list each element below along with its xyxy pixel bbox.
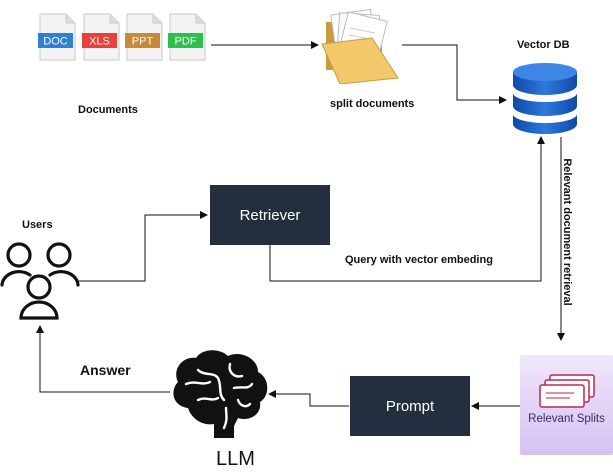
pages-icon — [539, 374, 595, 408]
file-type-text: PDF — [175, 36, 197, 48]
relevant-splits-label: Relevant Splits — [528, 413, 605, 425]
pdf-file-icon: PDF — [168, 13, 206, 61]
answer-label: Answer — [80, 362, 131, 378]
retriever-box: Retriever — [210, 185, 330, 245]
file-band — [38, 33, 73, 48]
documents-label: Documents — [78, 104, 138, 116]
folder-icon — [320, 8, 402, 85]
ppt-file-icon: PPT — [125, 13, 163, 61]
file-type-text: PPT — [132, 36, 154, 48]
retriever-label: Retriever — [239, 206, 301, 224]
llm-label: LLM — [216, 448, 255, 470]
users-label: Users — [22, 219, 53, 231]
file-band — [82, 33, 117, 48]
split-documents-label: split documents — [330, 98, 415, 110]
file-band — [168, 33, 203, 48]
retriever-to-vectordb-arrow — [269, 136, 545, 282]
relevant-splits-card: Relevant Splits — [520, 355, 613, 455]
prompt-to-llm-arrow — [268, 390, 349, 407]
brain-icon — [168, 350, 272, 438]
query-label: Query with vector embeding — [345, 254, 493, 266]
split-to-vectordb-arrow — [402, 44, 507, 104]
users-to-retriever-arrow — [79, 211, 208, 282]
file-type-text: XLS — [89, 36, 110, 48]
prompt-label: Prompt — [385, 397, 435, 415]
vector-db-label: Vector DB — [517, 39, 570, 51]
xls-file-icon: XLS — [82, 13, 120, 61]
prompt-box: Prompt — [350, 376, 470, 436]
file-type-text: DOC — [43, 36, 68, 48]
file-band — [125, 33, 160, 48]
relevant-retrieval-label: Relevant document retrieval — [561, 158, 573, 306]
doc-file-icon: DOC — [38, 13, 76, 61]
users-icon — [0, 240, 80, 322]
llm-to-users-arrow — [36, 325, 170, 393]
database-icon — [510, 62, 580, 138]
